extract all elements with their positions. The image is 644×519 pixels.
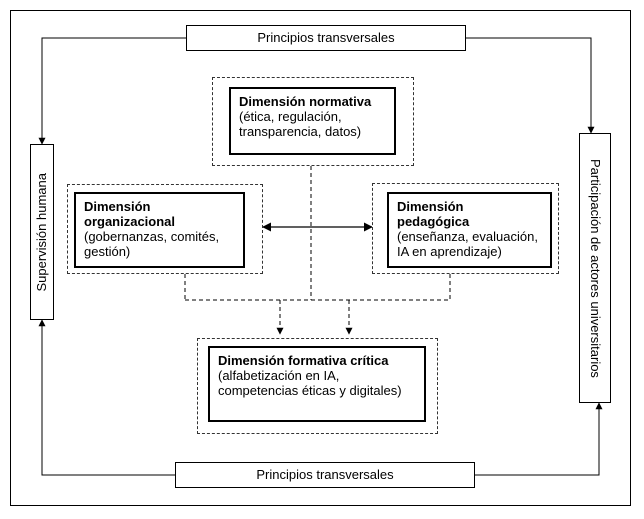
arrow-top-to-left	[38, 37, 186, 145]
normative-detail-1: (ética, regulación,	[239, 109, 342, 124]
formative-detail-1: (alfabetización en IA,	[218, 368, 340, 383]
human-supervision-label: Supervisión humana	[34, 172, 49, 292]
top-principles-box: Principios transversales	[186, 25, 466, 51]
organizational-detail-1: (gobernanzas, comités,	[84, 229, 220, 244]
organizational-title-2: organizacional	[84, 214, 176, 229]
pedagogical-title-2: pedagógica	[397, 214, 470, 229]
organizational-dimension-box: Dimensión organizacional (gobernanzas, c…	[74, 192, 245, 268]
arrow-bottom-to-right	[475, 402, 603, 476]
bottom-principles-box: Principios transversales	[175, 462, 475, 488]
arrow-bottom-to-left	[38, 319, 175, 476]
diagram-frame	[10, 10, 631, 506]
organizational-detail-2: gestión)	[84, 244, 131, 259]
normative-dimension-box: Dimensión normativa (ética, regulación, …	[229, 87, 396, 155]
pedagogical-title-1: Dimensión	[397, 199, 464, 214]
pedagogical-detail-1: (enseñanza, evaluación,	[397, 229, 538, 244]
formative-detail-2: competencias éticas y digitales)	[218, 383, 402, 398]
organizational-title-1: Dimensión	[84, 199, 151, 214]
bottom-principles-label: Principios transversales	[256, 467, 394, 482]
normative-detail-2: transparencia, datos)	[239, 124, 362, 139]
human-supervision-box: Supervisión humana	[30, 144, 54, 320]
top-principles-label: Principios transversales	[257, 30, 395, 45]
pedagogical-dimension-box: Dimensión pedagógica (enseñanza, evaluac…	[387, 192, 552, 268]
university-participation-label: Participación de actores universitarios	[588, 158, 603, 378]
university-participation-box: Participación de actores universitarios	[579, 133, 611, 403]
formative-dimension-box: Dimensión formativa crítica (alfabetizac…	[208, 346, 426, 422]
formative-title: Dimensión formativa crítica	[218, 353, 389, 368]
normative-title: Dimensión normativa	[239, 94, 372, 109]
arrow-top-to-right	[466, 37, 595, 134]
pedagogical-detail-2: IA en aprendizaje)	[397, 244, 502, 259]
